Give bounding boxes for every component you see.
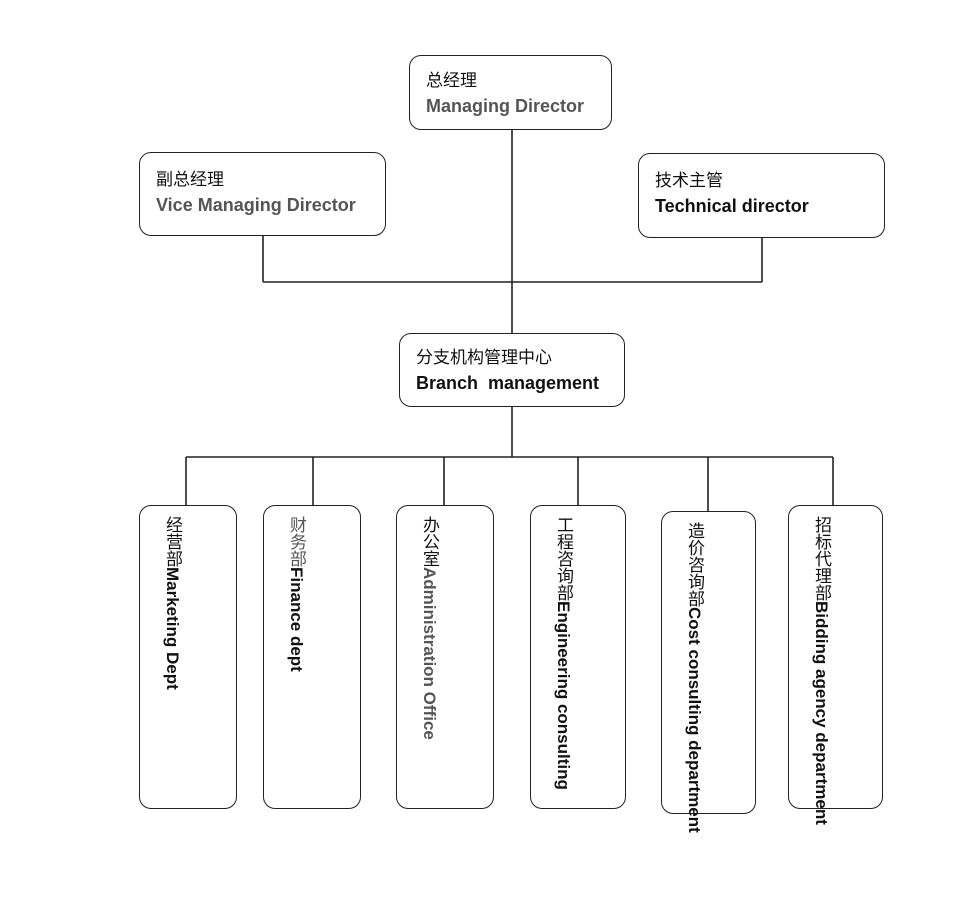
- vice-managing-director-en: Vice Managing Director: [156, 195, 356, 215]
- dept-zh: 财务部: [286, 516, 306, 567]
- branch-management-en: Branch management: [416, 373, 600, 393]
- technical-director-zh: 技术主管: [655, 171, 723, 191]
- dept-zh: 造价咨询部: [684, 522, 704, 607]
- node-engineering-consulting: 工程咨询部 Engineering consulting: [530, 505, 626, 809]
- node-bidding-agency-department: 招标代理部 Bidding agency department: [788, 505, 883, 825]
- dept-zh: 招标代理部: [811, 516, 831, 601]
- vice-managing-director-zh: 副总经理: [156, 170, 224, 190]
- dept-en: Administration Office: [420, 567, 439, 740]
- node-administration-office: 办公室 Administration Office: [396, 505, 494, 809]
- dept-en: Cost consulting department: [685, 607, 704, 833]
- node-marketing-dept: 经营部 Marketing Dept: [139, 505, 237, 809]
- node-cost-consulting-department: 造价咨询部 Cost consulting department: [661, 511, 756, 833]
- managing-director-zh: 总经理: [426, 71, 477, 91]
- branch-management-zh: 分支机构管理中心: [416, 348, 552, 368]
- technical-director-en: Technical director: [655, 196, 809, 216]
- dept-en: Marketing Dept: [163, 567, 182, 690]
- node-branch-management: 分支机构管理中心 Branch management: [399, 333, 625, 407]
- dept-zh: 办公室: [419, 516, 439, 567]
- dept-en: Bidding agency department: [812, 601, 831, 825]
- node-finance-dept: 财务部 Finance dept: [263, 505, 361, 809]
- managing-director-en: Managing Director: [426, 96, 585, 116]
- dept-zh: 工程咨询部: [553, 516, 573, 601]
- dept-en: Finance dept: [287, 567, 306, 672]
- dept-zh: 经营部: [162, 516, 182, 567]
- node-vice-managing-director: 副总经理 Vice Managing Director: [139, 152, 386, 236]
- node-managing-director: 总经理 Managing Director: [409, 55, 612, 130]
- node-technical-director: 技术主管 Technical director: [638, 153, 885, 238]
- dept-en: Engineering consulting: [554, 601, 573, 790]
